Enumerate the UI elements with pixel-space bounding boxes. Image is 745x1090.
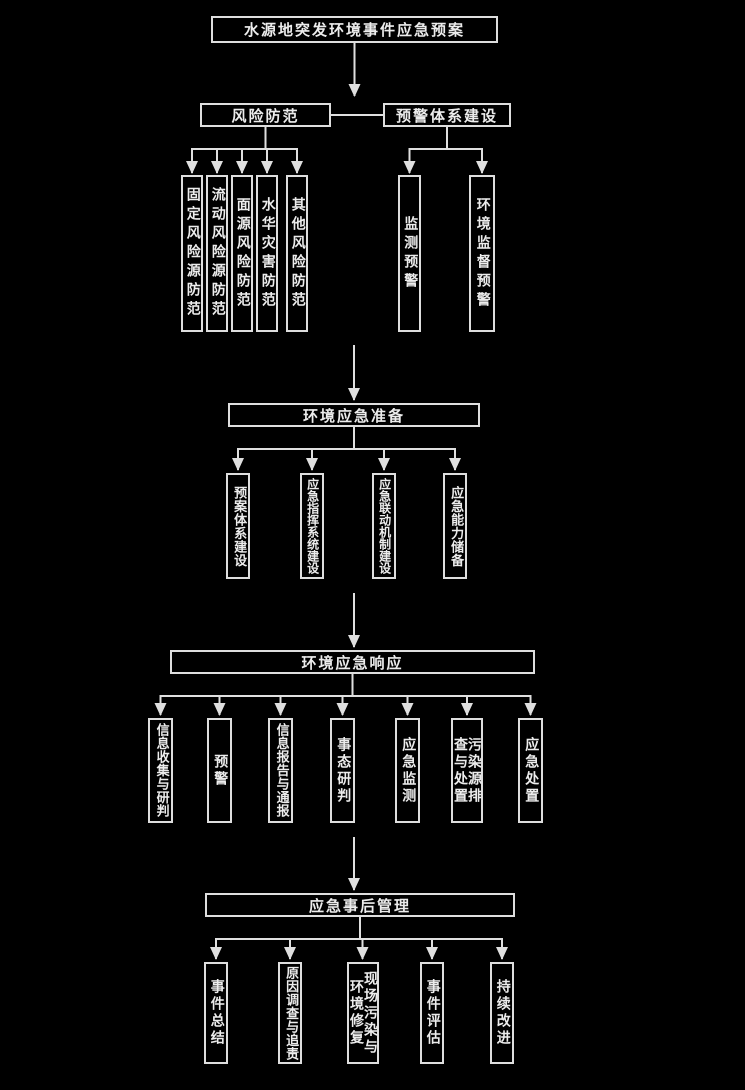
node-env-supervision-warning: 环境监督预警 [469,175,495,332]
node-monitoring-warning: 监测预警 [398,175,421,332]
node-situation-assessment: 事态研判 [330,718,355,823]
node-emergency-monitoring: 应急监测 [395,718,420,823]
node-capability-reserve: 应急能力储备 [443,473,467,579]
node-plan-system-construction: 预案体系建设 [226,473,250,579]
node-risk-prevention: 风险防范 [200,103,331,127]
node-pollution-source-investigation-disposal: 污染源排查与处置 [451,718,483,823]
node-continuous-improvement: 持续改进 [490,962,514,1064]
node-algal-bloom-disaster-prevention: 水华灾害防范 [256,175,278,332]
node-cause-investigation-accountability: 原因调查与追责 [278,962,302,1064]
node-plan-title: 水源地突发环境事件应急预案 [211,16,498,43]
node-mobile-risk-source-prevention: 流动风险源防范 [206,175,228,332]
node-fixed-risk-source-prevention: 固定风险源防范 [181,175,203,332]
node-emergency-response: 环境应急响应 [170,650,535,674]
node-emergency-preparation: 环境应急准备 [228,403,480,427]
node-site-pollution-env-restoration: 现场污染与环境修复 [347,962,379,1064]
node-incident-evaluation: 事件评估 [420,962,444,1064]
node-info-report-notification: 信息报告与通报 [268,718,293,823]
node-emergency-disposal: 应急处置 [518,718,543,823]
node-incident-summary: 事件总结 [204,962,228,1064]
node-early-warning: 预警 [207,718,232,823]
node-other-risk-prevention: 其他风险防范 [286,175,308,332]
node-warning-system: 预警体系建设 [383,103,511,127]
node-info-collection-analysis: 信息收集与研判 [148,718,173,823]
node-command-system-construction: 应急指挥系统建设 [300,473,324,579]
node-post-emergency-management: 应急事后管理 [205,893,515,917]
node-nonpoint-source-risk-prevention: 面源风险防范 [231,175,253,332]
node-joint-mechanism-construction: 应急联动机制建设 [372,473,396,579]
